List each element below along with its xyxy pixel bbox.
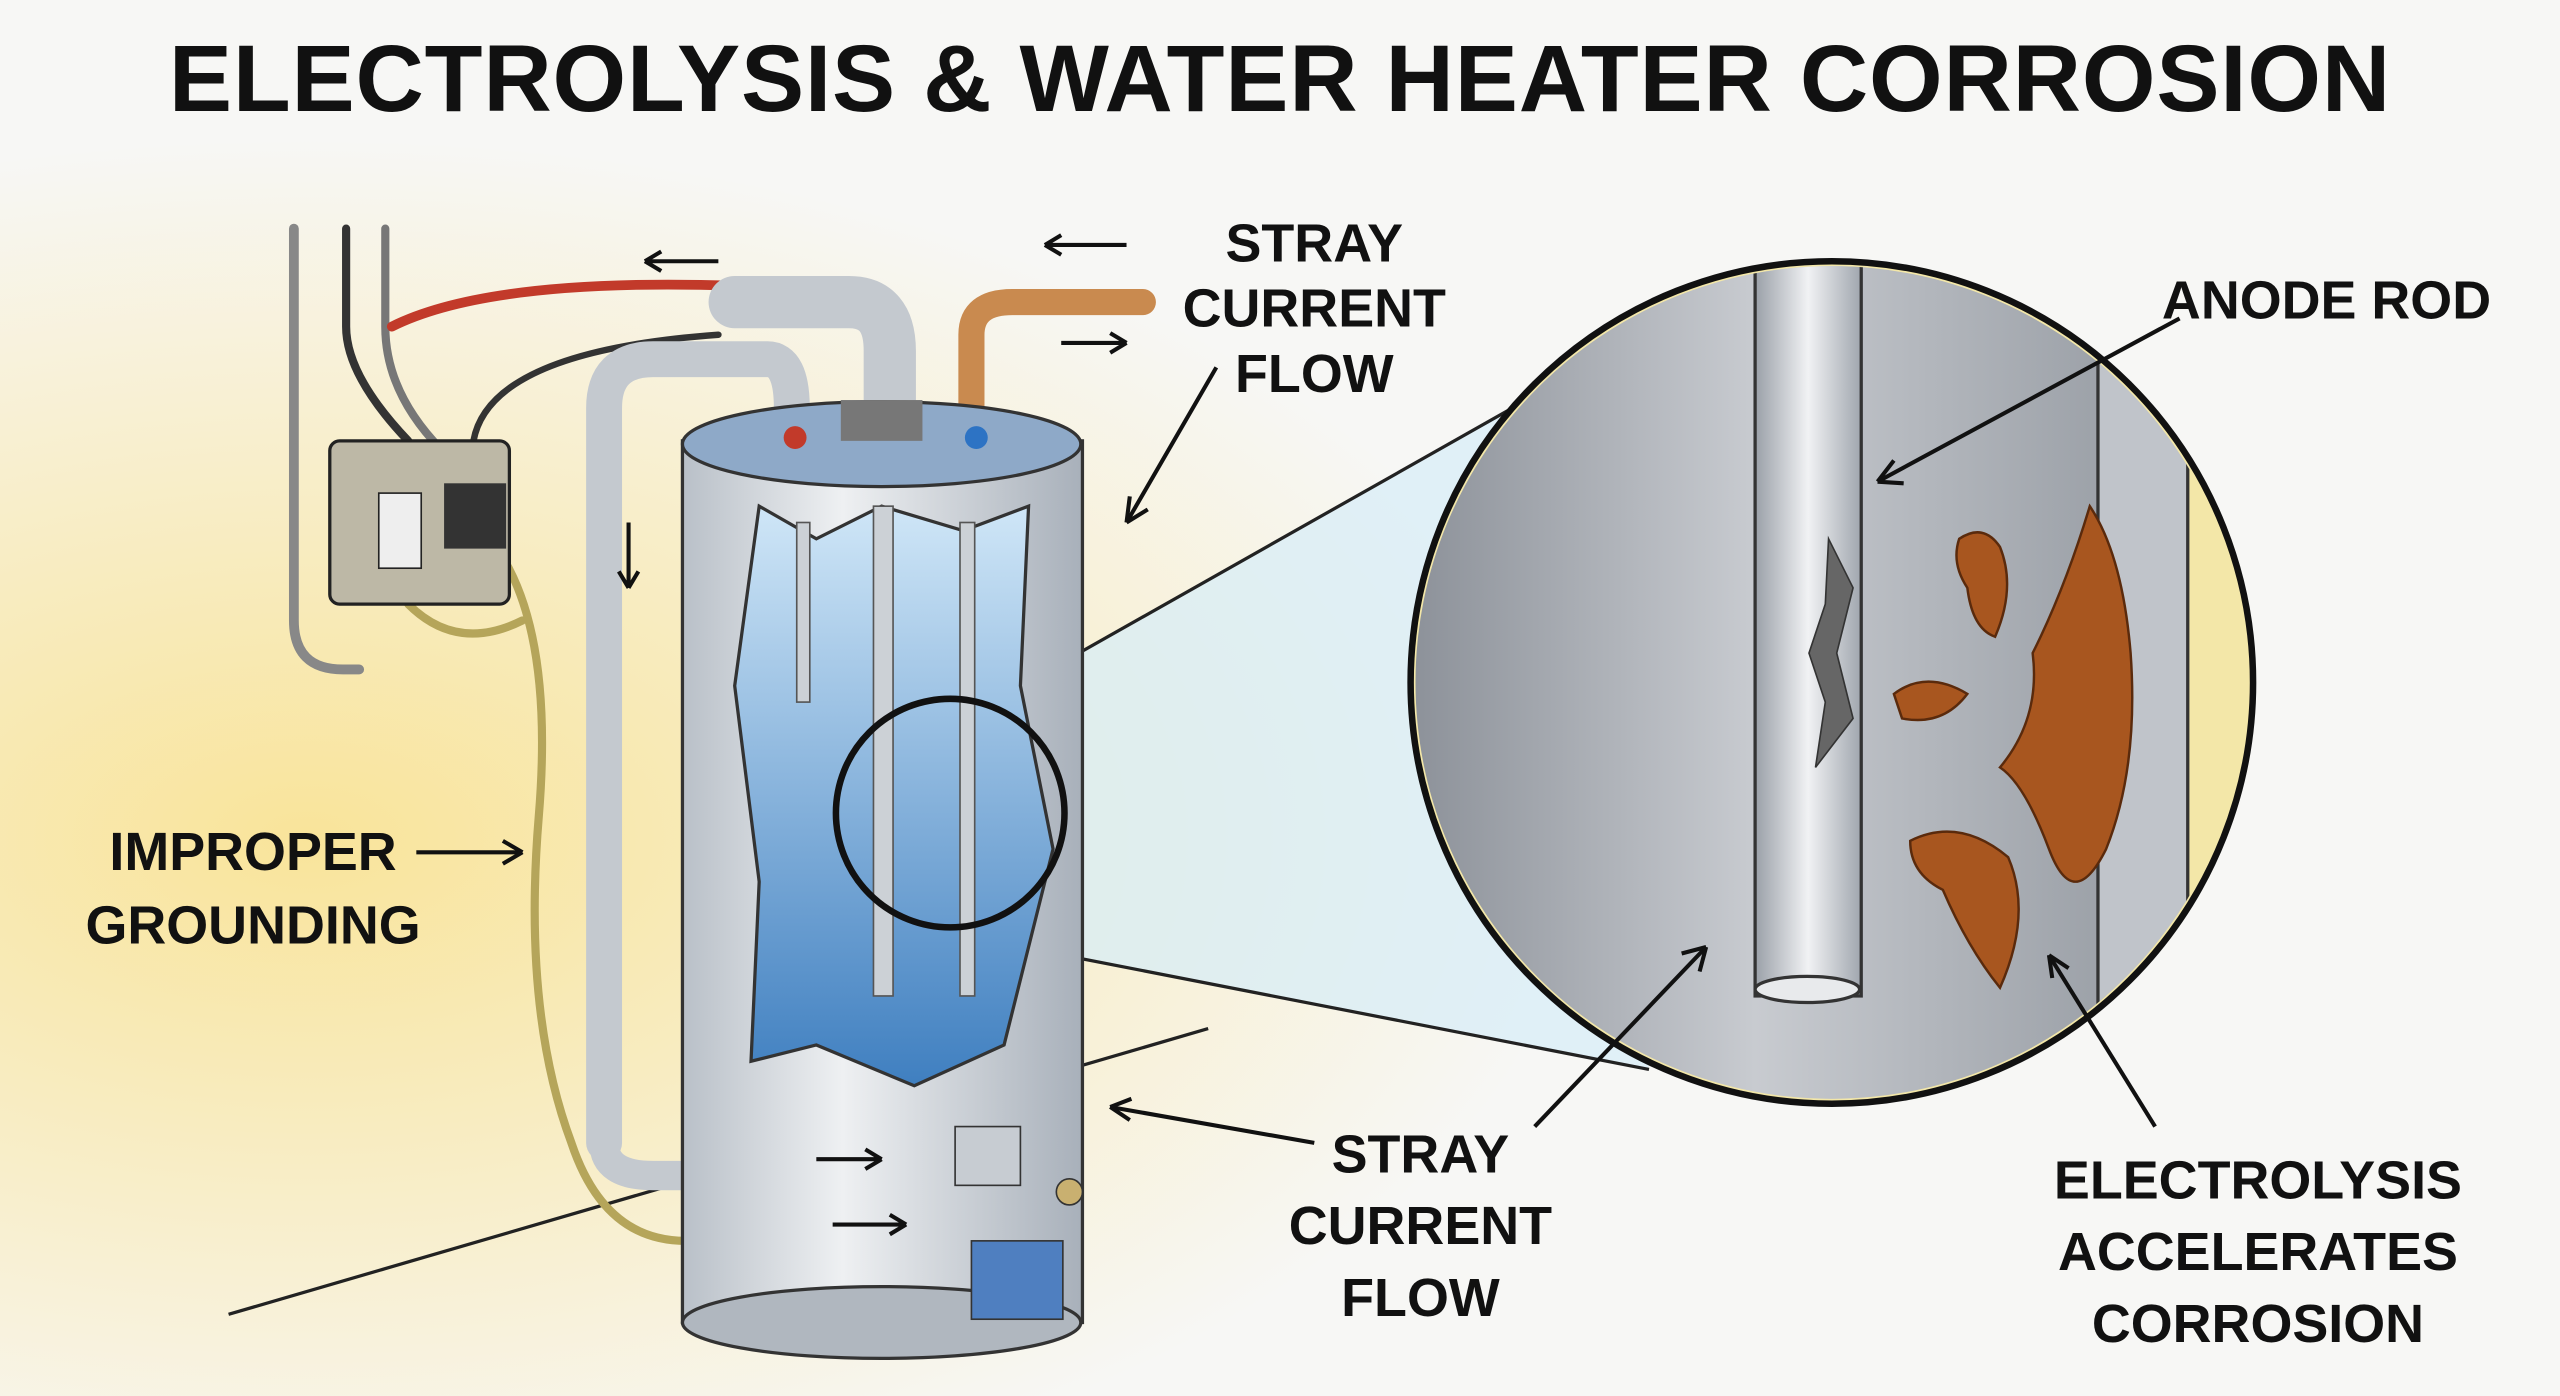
focus-circle bbox=[832, 695, 1068, 931]
anode-rod-magnified bbox=[1753, 266, 1863, 998]
stray-current-top-line1: STRAY bbox=[1225, 213, 1403, 273]
diagram-title: ELECTROLYSIS & WATER HEATER CORROSION bbox=[169, 26, 2391, 132]
stray-current-bottom-line2: CURRENT bbox=[1289, 1196, 1552, 1256]
stray-current-top-line3: FLOW bbox=[1235, 344, 1394, 404]
improper-grounding-line2: GROUNDING bbox=[85, 896, 420, 956]
improper-grounding-line1: IMPROPER bbox=[109, 822, 396, 882]
magnified-view bbox=[1407, 258, 2257, 1107]
electrolysis-line1: ELECTROLYSIS bbox=[2054, 1150, 2462, 1210]
electrical-wiring bbox=[288, 223, 740, 1245]
anode-rod-label: ANODE ROD bbox=[2162, 270, 2491, 330]
water-heater-tank bbox=[680, 400, 1085, 1361]
pipes bbox=[586, 275, 1156, 1191]
electrolysis-line2: ACCELERATES bbox=[2058, 1222, 2458, 1282]
current-flow-arrows bbox=[416, 233, 2181, 1237]
rust-spots bbox=[1892, 503, 2134, 991]
electrolysis-line3: CORROSION bbox=[2092, 1294, 2424, 1354]
stray-current-bottom-line3: FLOW bbox=[1341, 1268, 1500, 1328]
stray-current-top-line2: CURRENT bbox=[1183, 279, 1446, 339]
stray-current-bottom-line1: STRAY bbox=[1332, 1124, 1510, 1184]
junction-box bbox=[328, 439, 512, 606]
